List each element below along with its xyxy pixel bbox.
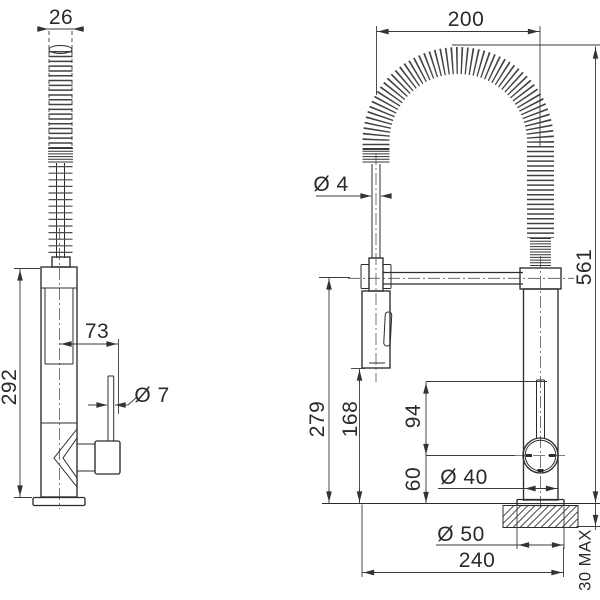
- base-flange-side: [32, 496, 86, 507]
- dim-flange-diameter: Ø 50: [436, 506, 565, 549]
- dim-label-d50: Ø 50: [437, 523, 485, 546]
- dim-spout-height: 279: [306, 277, 350, 504]
- body-collar: [51, 256, 71, 268]
- dim-label-168: 168: [339, 401, 362, 438]
- head-body: [361, 290, 391, 369]
- cradle-ear-left: [360, 264, 370, 289]
- dim-handle-height-60: 60: [402, 467, 429, 503]
- handle-knob: [522, 437, 559, 474]
- handle-block: [94, 440, 121, 475]
- front-view: 200 561 Ø 4 279: [306, 8, 600, 591]
- handle-joint-outer: [53, 428, 78, 488]
- faucet-body-side: [40, 266, 78, 498]
- dim-label-73: 73: [85, 320, 109, 343]
- dim-upper-body-94: 94: [402, 381, 547, 504]
- dim-bench-thickness: 30 MAX: [577, 503, 600, 591]
- head-clip: [383, 311, 393, 347]
- bench-section: [502, 505, 579, 528]
- dim-label-d40: Ø 40: [440, 466, 488, 489]
- dim-label-292: 292: [0, 369, 21, 406]
- dim-hose-diameter: Ø 4: [313, 173, 392, 199]
- dim-spring-width: 26: [37, 6, 84, 146]
- dim-hose-span: 200: [376, 8, 541, 146]
- dim-label-26: 26: [49, 6, 73, 29]
- side-view: 26 292 73 Ø 7: [0, 6, 169, 509]
- dim-outlet-height: 168: [339, 368, 365, 504]
- dim-label-279: 279: [306, 401, 329, 438]
- dim-lever-diameter: Ø 7: [88, 384, 169, 408]
- spring-hose-arch: [362, 47, 554, 238]
- dim-label-d7: Ø 7: [134, 384, 169, 407]
- dim-body-diameter: Ø 40: [438, 466, 558, 492]
- cradle-ear-right: [382, 264, 392, 289]
- dim-label-240: 240: [459, 549, 496, 572]
- dim-label-30max: 30 MAX: [577, 529, 595, 591]
- dim-label-d4: Ø 4: [313, 173, 348, 196]
- dim-overall-height: 561: [452, 44, 600, 504]
- dim-label-200: 200: [448, 8, 485, 31]
- dim-handle-offset: 73: [59, 320, 119, 414]
- spring-top-cap: [48, 45, 73, 54]
- handle-joint-inner: [62, 437, 78, 479]
- dim-depth-240: 240: [361, 504, 564, 577]
- spray-head: [360, 257, 393, 369]
- dim-label-561: 561: [573, 249, 596, 286]
- dim-height-292: 292: [0, 268, 40, 498]
- dim-label-60: 60: [402, 467, 425, 491]
- dim-label-94: 94: [402, 404, 425, 428]
